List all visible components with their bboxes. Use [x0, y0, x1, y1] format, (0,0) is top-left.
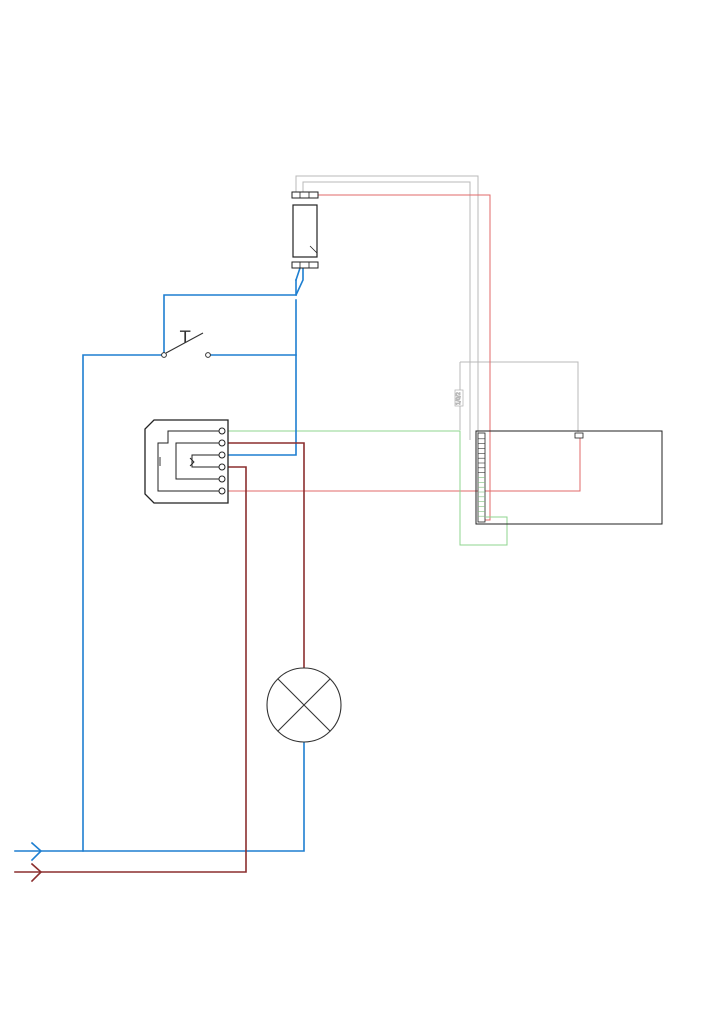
supply-arrow-live [30, 841, 43, 862]
relay-module [144, 419, 229, 504]
blue-wire-device-a [294, 266, 302, 282]
green-wire-relay [228, 430, 508, 546]
controller-connector [574, 432, 584, 439]
lamp-cross-b [277, 678, 331, 732]
device-bottom-terminals [291, 261, 319, 269]
supply-arrow-neutral [30, 862, 43, 883]
protection-device [291, 191, 319, 269]
relay-terminal-1 [218, 427, 226, 435]
switch-contact-left [161, 352, 167, 358]
relay-contact-mark [159, 457, 195, 467]
blue-wire-supply [14, 741, 305, 852]
blue-wire-left-riser [82, 354, 165, 852]
lamp [266, 667, 342, 743]
aux-gray-wiring: 1/0/2 [295, 175, 579, 440]
blue-wire-device-b [294, 267, 304, 297]
switch-lever [165, 332, 204, 354]
neutral-wire-lamp [227, 442, 305, 668]
controller-outline [475, 430, 663, 525]
relay-housing [144, 419, 229, 504]
relay-terminal-3 [218, 451, 226, 459]
green-signal-wiring [228, 430, 508, 546]
red-wire-top [312, 194, 491, 521]
device-top-terminals [291, 191, 319, 199]
terminal-tag-text: 1/0/2 [456, 392, 462, 405]
red-wire-relay [228, 438, 581, 492]
terminal-strip-cells [478, 438, 485, 517]
relay-terminal-5 [218, 475, 226, 483]
device-body [292, 204, 318, 258]
neutral-wiring [14, 442, 305, 883]
relay-inner-frame [157, 430, 220, 492]
relay-terminal-4 [218, 463, 226, 471]
gray-wire-frame [460, 361, 579, 432]
red-signal-wiring [228, 194, 581, 521]
blue-live-wiring [14, 266, 305, 862]
relay-coil [191, 454, 220, 468]
relay-terminal-6 [218, 487, 226, 495]
push-switch: T [161, 328, 211, 358]
terminal-tag-box [454, 389, 464, 407]
blue-wire-to-relay [227, 299, 297, 456]
switch-contact-right [205, 352, 211, 358]
gray-wire-top-outer [295, 175, 479, 440]
gray-wire-top-inner [302, 181, 471, 440]
neutral-wire-supply [14, 466, 247, 873]
controller-board [475, 430, 663, 525]
switch-label: T [179, 328, 191, 348]
relay-terminal-2 [218, 439, 226, 447]
blue-wire-switch-up [163, 279, 297, 356]
relay-terminals [218, 427, 226, 495]
